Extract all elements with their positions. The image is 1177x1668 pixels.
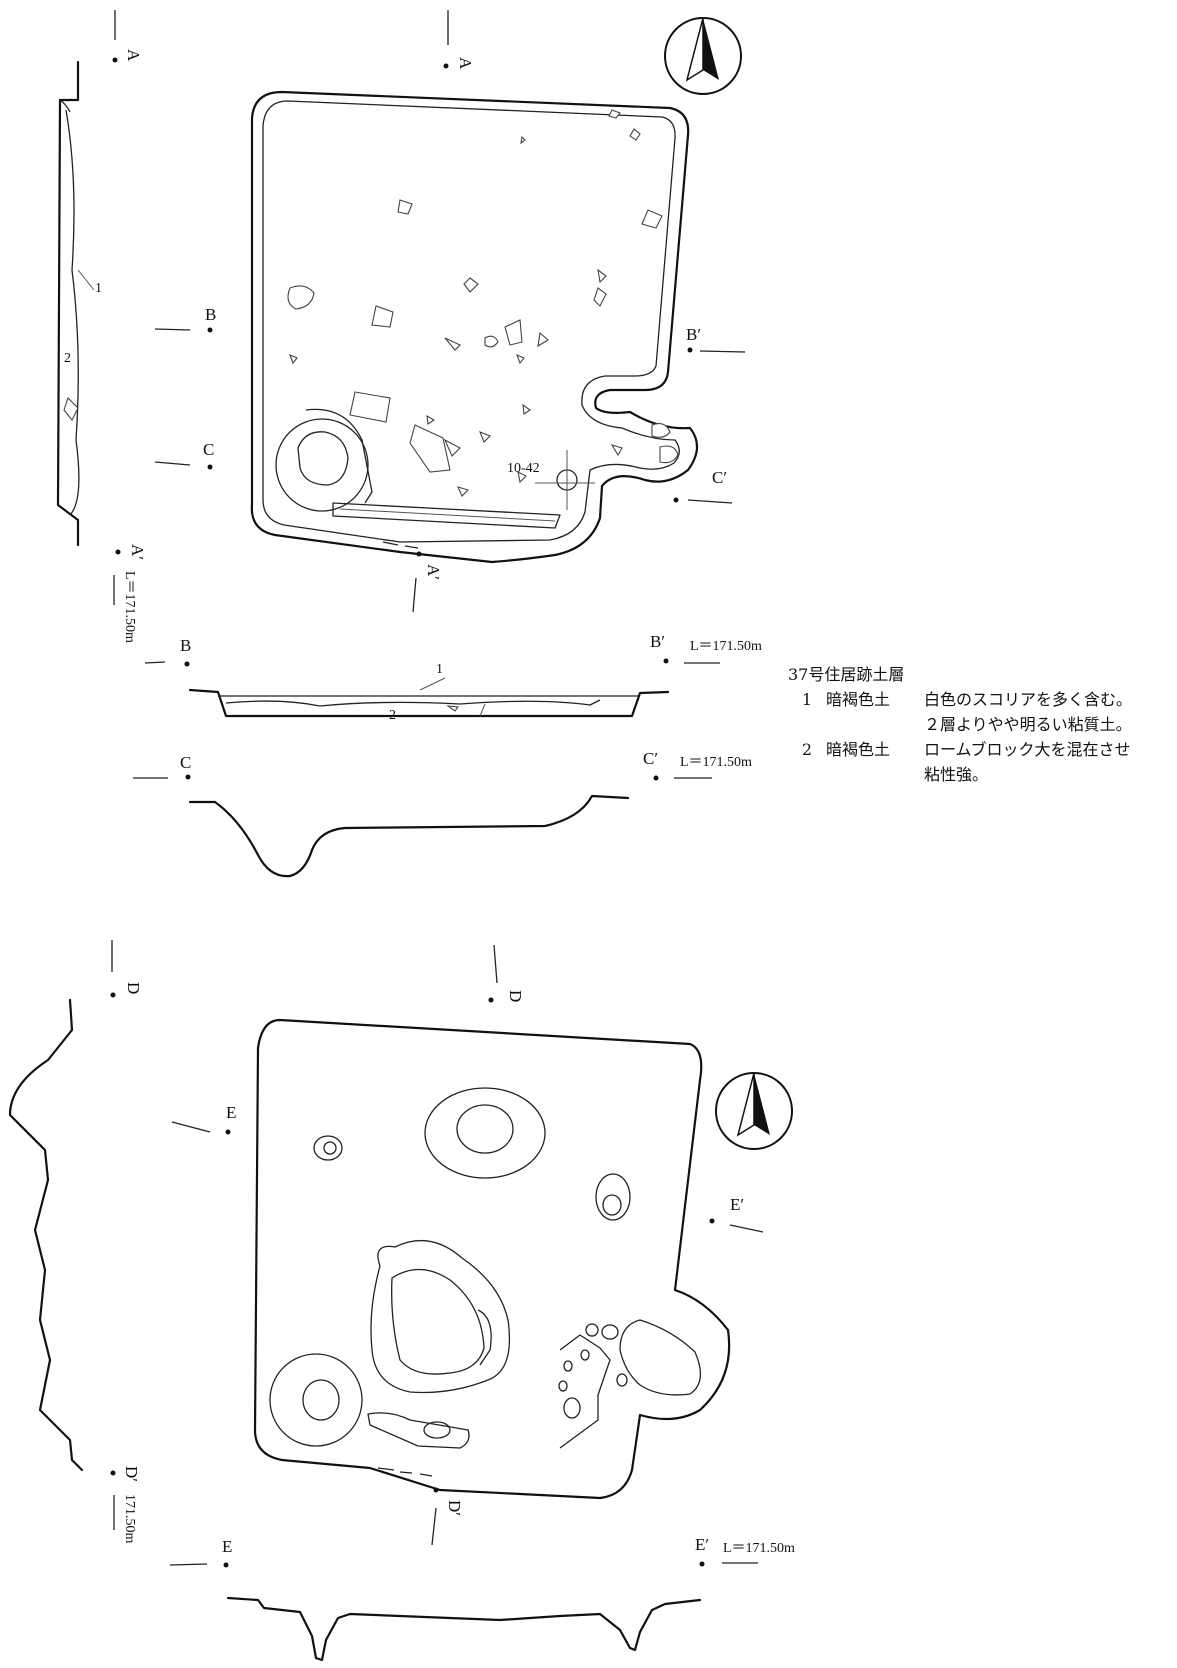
legend-row-1-desc-2: ２層よりやや明るい粘質土。 bbox=[924, 715, 1132, 734]
section-c-c: C C′ L＝171.50m bbox=[133, 749, 752, 878]
label-e-prime-section: E′ bbox=[695, 1535, 709, 1554]
label-e: E bbox=[226, 1103, 236, 1122]
section-layer-1: 1 bbox=[436, 662, 443, 677]
label-e-prime: E′ bbox=[730, 1195, 744, 1214]
label-c-section: C bbox=[180, 753, 191, 772]
legend-row-1: 1 暗褐色土 白色のスコリアを多く含む。 bbox=[788, 687, 1132, 712]
section-markers-lower: D D D′ 171.50m D′ E E′ E E′ L＝171.50m bbox=[110, 940, 795, 1568]
label-c: C bbox=[203, 440, 214, 459]
label-b-prime: B′ bbox=[686, 325, 701, 344]
north-arrow-icon bbox=[715, 1072, 793, 1150]
label-e-section: E bbox=[222, 1537, 232, 1556]
level-a: L＝171.50m bbox=[122, 571, 137, 643]
section-b-b: B B′ L＝171.50m 1 2 bbox=[144, 632, 762, 723]
legend-row-1-soil: 暗褐色土 bbox=[826, 690, 891, 709]
level-d: 171.50m bbox=[122, 1494, 137, 1544]
label-c-prime-section: C′ bbox=[643, 749, 658, 768]
section-markers-upper: A A A′ L＝171.50m A′ B B′ C C′ 10-42 1 2 bbox=[64, 10, 746, 643]
layer-1-label: 1 bbox=[95, 281, 102, 296]
label-d-prime-left: D′ bbox=[122, 1466, 141, 1482]
legend-row-1-number: 1 bbox=[801, 690, 813, 709]
find-label: 10-42 bbox=[507, 461, 540, 476]
layer-2-label: 2 bbox=[64, 351, 71, 366]
legend-title: 37号住居跡土層 bbox=[788, 665, 905, 684]
legend-row-1-desc-1: 白色のスコリアを多く含む。 bbox=[924, 690, 1133, 709]
label-d: D bbox=[506, 990, 525, 1002]
section-a-a bbox=[56, 60, 95, 547]
label-a-prime: A′ bbox=[424, 564, 443, 580]
label-a: A bbox=[456, 57, 475, 70]
upper-pit-plan bbox=[250, 90, 699, 564]
label-d-left: D bbox=[124, 982, 143, 994]
legend-row-2: 2 暗褐色土 ロームブロック大を混在させ bbox=[788, 737, 1132, 762]
soil-layer-legend: 37号住居跡土層 1 暗褐色土 白色のスコリアを多く含む。 ２層よりやや明るい粘質土… bbox=[788, 662, 1132, 787]
label-d-prime: D′ bbox=[445, 1500, 464, 1516]
legend-row-2-soil: 暗褐色土 bbox=[826, 740, 891, 759]
legend-row-2-cont: 粘性強。 bbox=[788, 762, 1132, 787]
level-b: L＝171.50m bbox=[690, 639, 762, 654]
section-e-e bbox=[226, 1596, 702, 1662]
legend-row-2-number: 2 bbox=[801, 740, 813, 759]
legend-row-2-desc-1: ロームブロック大を混在させ bbox=[924, 740, 1131, 759]
label-b: B bbox=[205, 305, 216, 324]
label-c-prime: C′ bbox=[712, 468, 727, 487]
label-a-left: A bbox=[124, 49, 143, 62]
lower-pit-plan bbox=[253, 1018, 731, 1500]
label-b-section: B bbox=[180, 636, 191, 655]
legend-row-1-cont: ２層よりやや明るい粘質土。 bbox=[788, 712, 1132, 737]
legend-row-2-desc-2: 粘性強。 bbox=[924, 765, 989, 784]
label-a-prime-left: A′ bbox=[128, 544, 147, 560]
level-e: L＝171.50m bbox=[723, 1541, 795, 1556]
level-c: L＝171.50m bbox=[680, 755, 752, 770]
label-b-prime-section: B′ bbox=[650, 632, 665, 651]
section-d-d bbox=[8, 998, 84, 1472]
section-layer-2: 2 bbox=[389, 708, 396, 723]
north-arrow-icon bbox=[664, 17, 742, 95]
